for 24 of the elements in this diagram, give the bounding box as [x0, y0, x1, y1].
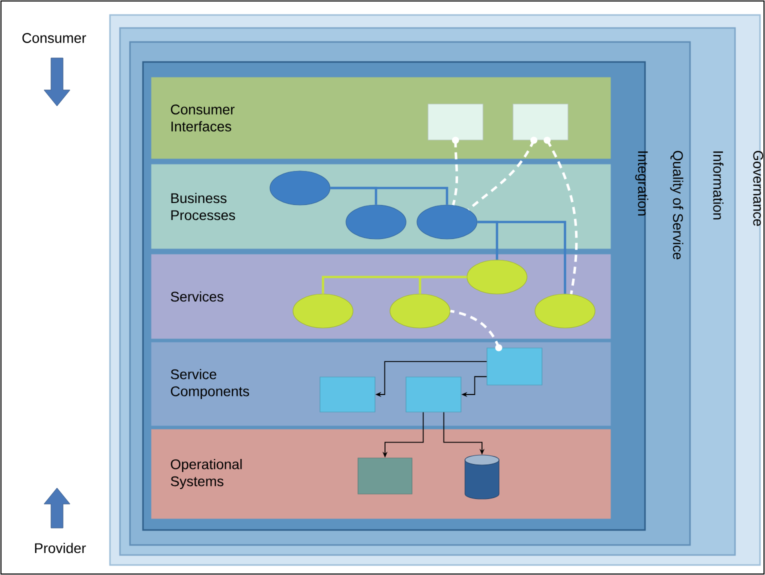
process-ellipse [346, 204, 406, 240]
component-box [320, 376, 376, 412]
component-box [406, 376, 462, 412]
connector [468, 136, 538, 211]
interface-box [428, 104, 484, 140]
interface-box [512, 104, 568, 140]
connector [450, 310, 502, 352]
connector [418, 276, 467, 294]
database-cylinder [464, 454, 500, 500]
connector [330, 186, 448, 205]
process-ellipse [270, 170, 330, 206]
side-label: Provider [35, 542, 86, 554]
connector [544, 136, 578, 294]
service-ellipse [390, 294, 450, 328]
service-ellipse [292, 294, 354, 328]
side-label: Consumer [22, 33, 86, 43]
service-ellipse [466, 260, 528, 294]
service-ellipse [534, 294, 596, 328]
process-ellipse [416, 204, 478, 240]
system-box [358, 458, 412, 494]
layer-band: Operational Systems [151, 429, 611, 519]
component-box [486, 348, 542, 386]
connector [477, 220, 566, 294]
connector [452, 136, 459, 206]
